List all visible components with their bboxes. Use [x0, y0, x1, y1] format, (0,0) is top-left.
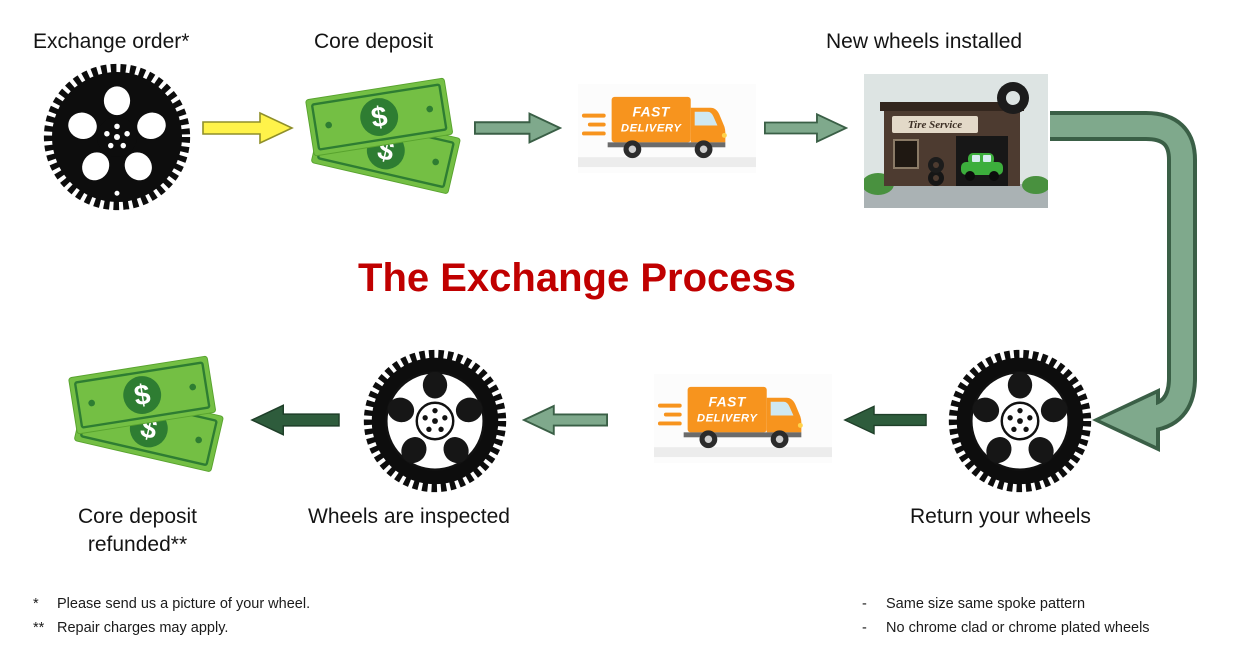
label-exchange-order: Exchange order*	[33, 30, 190, 53]
delivery-truck-image	[654, 374, 832, 463]
label-core-deposit-refunded: Core deposit refunded**	[45, 503, 230, 560]
footnote: * Please send us a picture of your wheel.	[33, 592, 310, 616]
footnote: ** Repair charges may apply.	[33, 616, 310, 640]
black-wheel-icon	[42, 62, 192, 212]
footnote-text: Same size same spoke pattern	[886, 596, 1086, 612]
footnote: - No chrome clad or chrome plated wheels	[862, 616, 1150, 640]
footnote-marker: *	[33, 596, 39, 612]
flow-arrow-dark-left	[250, 404, 340, 436]
footnotes-left: * Please send us a picture of your wheel.…	[33, 592, 310, 640]
inspected-wheel-icon	[362, 348, 508, 494]
tire-shop-image	[864, 74, 1048, 208]
flow-arrow-green-right	[764, 112, 848, 144]
flow-arrow-green-right	[474, 112, 562, 144]
label-return-your-wheels: Return your wheels	[910, 505, 1091, 528]
footnote-text: Repair charges may apply.	[57, 620, 229, 636]
delivery-truck-image	[578, 84, 756, 173]
footnote-text: Please send us a picture of your wheel.	[57, 596, 311, 612]
money-icon	[55, 344, 235, 484]
label-core-deposit: Core deposit	[314, 30, 434, 53]
label-wheels-inspected: Wheels are inspected	[308, 505, 510, 528]
footnotes-right: - Same size same spoke pattern - No chrome…	[862, 592, 1150, 640]
return-wheel-icon	[947, 348, 1093, 494]
footnote-text: No chrome clad or chrome plated wheels	[886, 620, 1150, 636]
label-line: Core deposit	[77, 505, 198, 528]
flow-arrow-dark-left	[843, 405, 927, 435]
footnote-marker: **	[33, 620, 45, 636]
label-line: refunded**	[87, 533, 188, 557]
flow-arrow-yellow-right	[202, 111, 294, 145]
footnote-marker: -	[862, 620, 867, 636]
footnote: - Same size same spoke pattern	[862, 592, 1150, 616]
label-new-wheels-installed: New wheels installed	[826, 30, 1023, 53]
money-icon	[292, 66, 472, 206]
page-title: The Exchange Process	[358, 256, 796, 300]
flow-arrow-curved-down-left	[1050, 111, 1197, 452]
flow-arrow-green-left	[522, 404, 608, 436]
footnote-marker: -	[862, 596, 867, 612]
